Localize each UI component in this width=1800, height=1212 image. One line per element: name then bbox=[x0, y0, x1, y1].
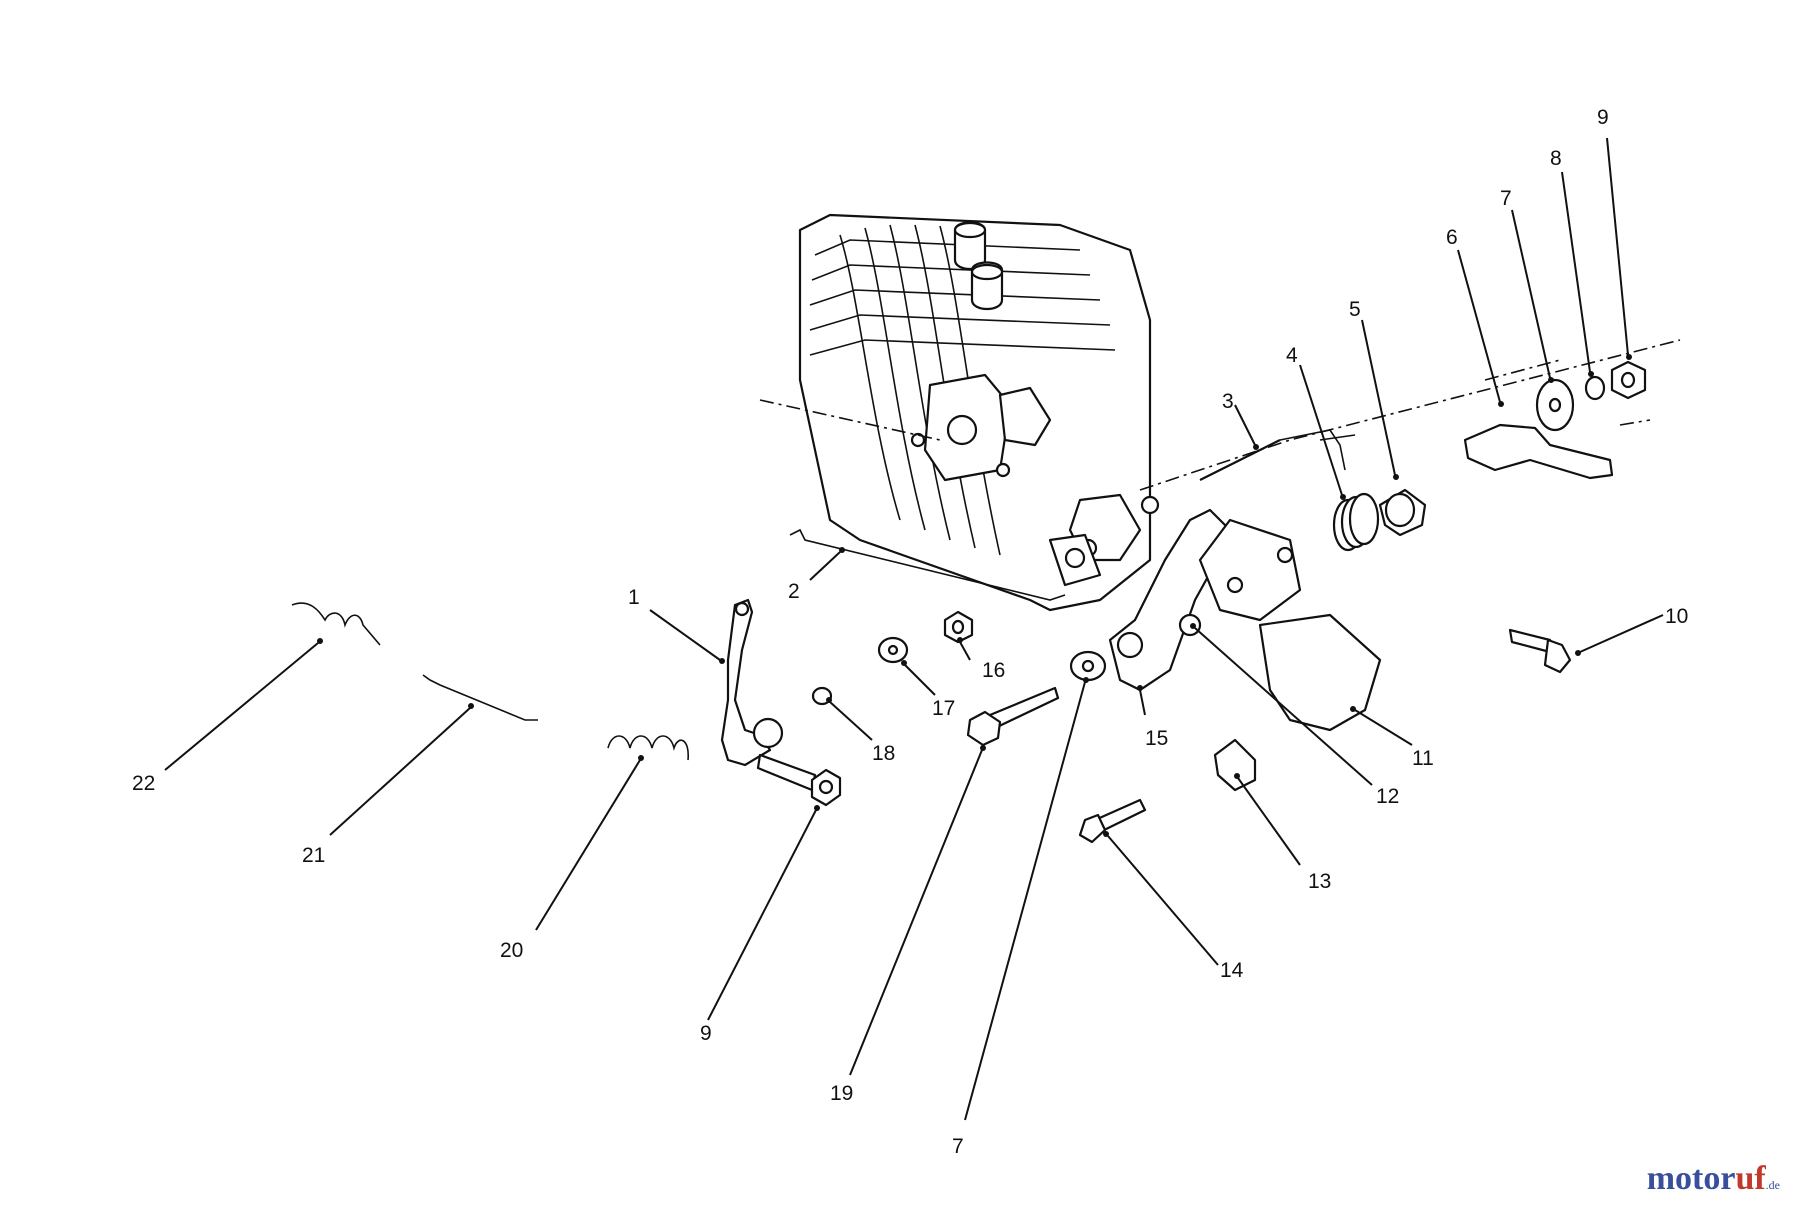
part-control-bracket bbox=[1108, 508, 1302, 692]
callout-9-top: 9 bbox=[1597, 106, 1609, 129]
part-nut-12 bbox=[1178, 613, 1202, 637]
part-mounting-plate bbox=[1258, 613, 1382, 732]
part-link-rod bbox=[422, 674, 538, 721]
part-spring-22 bbox=[291, 602, 381, 646]
part-bolt-19 bbox=[966, 686, 1060, 747]
callout-7-top: 7 bbox=[1500, 187, 1512, 210]
callout-18: 18 bbox=[872, 742, 895, 765]
part-nut-lower bbox=[810, 768, 842, 807]
part-rod bbox=[1199, 429, 1356, 481]
part-clip-nut bbox=[1213, 738, 1257, 792]
callout-11: 11 bbox=[1412, 747, 1434, 770]
callout-2: 2 bbox=[788, 580, 800, 603]
callout-7-bottom: 7 bbox=[952, 1135, 964, 1158]
callout-10: 10 bbox=[1665, 605, 1688, 628]
part-throttle-bracket bbox=[1463, 423, 1614, 480]
callout-4: 4 bbox=[1286, 344, 1298, 367]
leader-lines bbox=[164, 137, 1664, 1121]
watermark-suffix: .de bbox=[1765, 1178, 1780, 1192]
callout-19: 19 bbox=[830, 1082, 853, 1105]
callout-6: 6 bbox=[1446, 226, 1458, 249]
part-spring-20 bbox=[607, 735, 689, 761]
part-nut-top bbox=[1610, 360, 1647, 400]
part-bushing bbox=[1378, 488, 1427, 537]
watermark-text-2: uf bbox=[1735, 1160, 1766, 1197]
callout-21: 21 bbox=[302, 844, 325, 867]
callout-16: 16 bbox=[982, 659, 1005, 682]
part-spring-4 bbox=[1332, 492, 1380, 552]
callout-labels: 1 2 3 4 5 6 7 8 9 10 11 12 13 14 15 16 1… bbox=[132, 106, 1688, 1158]
watermark-logo: motoruf.de bbox=[1647, 1160, 1780, 1198]
callout-1: 1 bbox=[628, 586, 640, 609]
part-washer-17 bbox=[877, 636, 909, 664]
callout-8: 8 bbox=[1550, 147, 1562, 170]
callout-13: 13 bbox=[1308, 870, 1331, 893]
callout-22: 22 bbox=[132, 772, 155, 795]
part-governor-link bbox=[789, 528, 1066, 601]
callout-12: 12 bbox=[1376, 785, 1399, 808]
callout-14: 14 bbox=[1220, 959, 1244, 982]
callout-5: 5 bbox=[1349, 298, 1361, 321]
callout-15: 15 bbox=[1145, 727, 1168, 750]
part-bolt-14 bbox=[1078, 798, 1147, 844]
callout-3: 3 bbox=[1222, 390, 1234, 413]
part-washer-lower bbox=[1069, 650, 1107, 682]
part-washer-top bbox=[1535, 378, 1575, 432]
callout-17: 17 bbox=[932, 697, 955, 720]
watermark-text-1: motor bbox=[1646, 1160, 1736, 1197]
part-governor-lever bbox=[720, 598, 817, 792]
part-spacer bbox=[943, 610, 974, 644]
part-bolt-10 bbox=[1508, 628, 1572, 674]
engine-block bbox=[798, 213, 1160, 612]
part-lock-washer bbox=[1584, 375, 1606, 401]
callout-9-bottom: 9 bbox=[700, 1022, 712, 1045]
callout-20: 20 bbox=[500, 939, 523, 962]
